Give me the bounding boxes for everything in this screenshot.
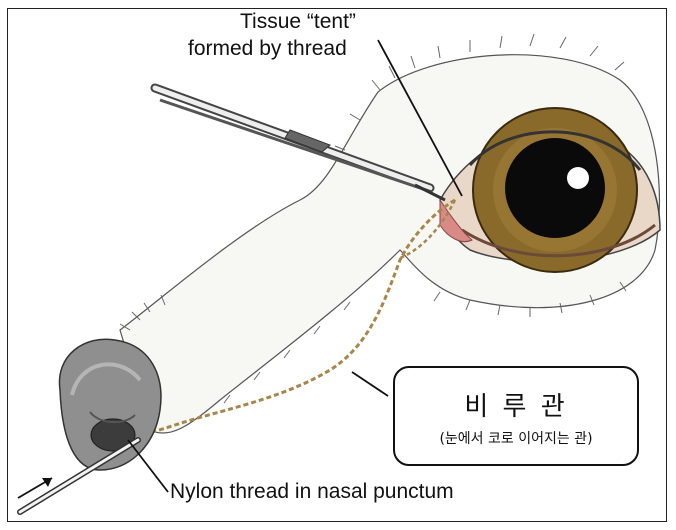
lower-lid-edge	[461, 223, 656, 258]
forceps-icon	[150, 83, 446, 202]
fur-bottom	[223, 281, 627, 404]
fur-muzzle	[119, 294, 166, 331]
catheter-tube-inner	[18, 438, 140, 514]
medial-canthus	[439, 198, 473, 243]
callout-subtitle: (눈에서 코로 이어지는 관)	[439, 431, 593, 447]
nylon-thread-label: Nylon thread in nasal punctum	[170, 480, 454, 503]
tissue-tent-label-line2: formed by thread	[188, 37, 347, 60]
insertion-arrow-icon	[17, 477, 53, 499]
thread-upper-loop	[399, 199, 457, 260]
upper-lid-edge	[468, 130, 642, 171]
fur-top	[334, 33, 625, 151]
nasolacrimal-thread	[104, 198, 456, 450]
pupil-highlight	[567, 167, 589, 189]
callout-title: 비 루 관	[464, 392, 568, 422]
nose-icon	[58, 338, 162, 471]
duct-pointer-line	[351, 371, 389, 397]
tent-pointer-line	[377, 39, 463, 197]
nasolacrimal-duct-callout: 비 루 관 (눈에서 코로 이어지는 관)	[393, 366, 639, 466]
tissue-tent-label-line1: Tissue “tent”	[240, 10, 356, 33]
pupil	[505, 138, 605, 238]
nylon-pointer-line	[127, 439, 169, 493]
